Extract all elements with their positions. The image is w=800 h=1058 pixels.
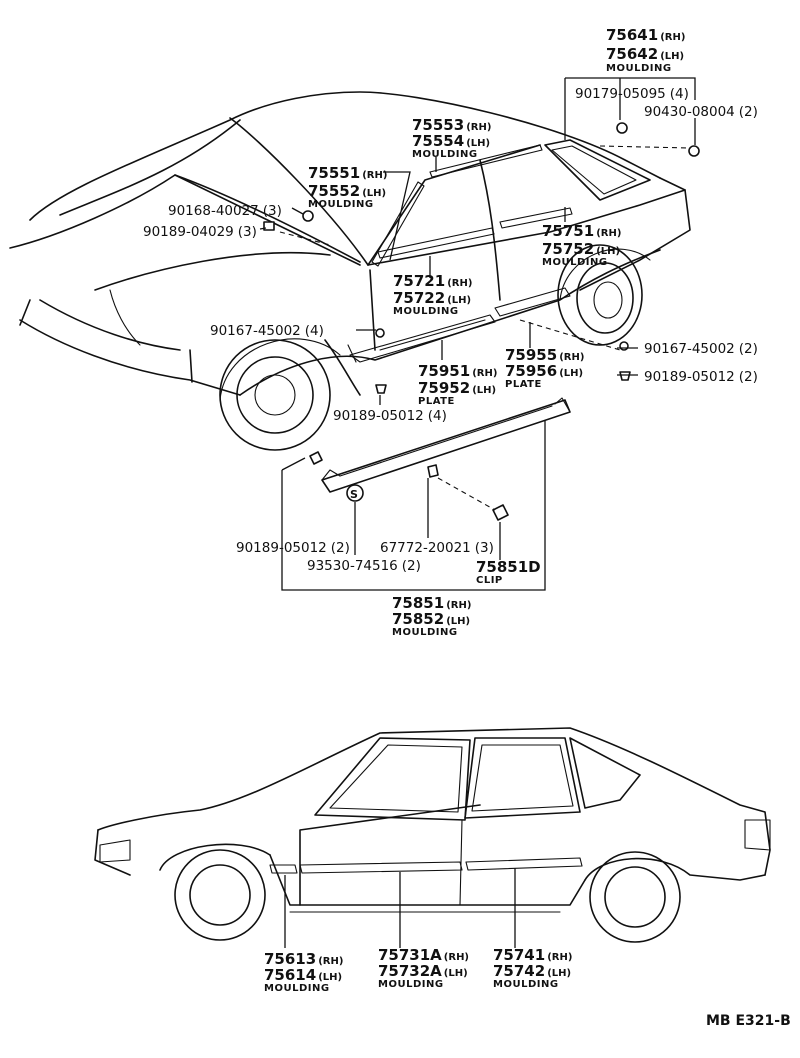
side-moulding-exploded: [309, 397, 571, 521]
callout-90430: 90430-08004(2): [644, 104, 758, 120]
callout-75721: 75721(RH): [393, 272, 472, 290]
callout-moulding-75551: MOULDING: [308, 199, 374, 210]
callout-75642: 75642(LH): [606, 45, 684, 63]
callout-90167-45002-4: 90167-45002(4): [210, 323, 324, 339]
callout-75851: 75851(RH): [392, 594, 471, 612]
callout-75614: 75614(LH): [264, 966, 342, 984]
callout-75851D: 75851D: [476, 558, 541, 576]
callout-75955: 75955(RH): [505, 346, 584, 364]
callout-moulding-75721: MOULDING: [393, 306, 459, 317]
car-three-quarter-view: [9, 91, 700, 451]
callout-75554: 75554(LH): [412, 132, 490, 150]
callout-75952: 75952(LH): [418, 379, 496, 397]
callout-moulding-75553: MOULDING: [412, 149, 478, 160]
leader-lines: [259, 77, 696, 948]
callout-75852: 75852(LH): [392, 610, 470, 628]
callout-75552: 75552(LH): [308, 182, 386, 200]
callout-90189-04029: 90189-04029(3): [143, 224, 257, 240]
callout-moulding-75613: MOULDING: [264, 983, 330, 994]
callout-75641: 75641(RH): [606, 26, 685, 44]
callout-75553: 75553(RH): [412, 116, 491, 134]
callout-90167-45002-2: 90167-45002(2): [644, 341, 758, 357]
callout-90189-05012-2-right: 90189-05012(2): [644, 369, 758, 385]
callout-75741: 75741(RH): [493, 946, 572, 964]
callout-moulding-75731A: MOULDING: [378, 979, 444, 990]
callout-75951: 75951(RH): [418, 362, 497, 380]
callout-moulding-75641: MOULDING: [606, 63, 672, 74]
callout-90189-05012-2-left: 90189-05012(2): [236, 540, 350, 556]
callout-moulding-75751: MOULDING: [542, 257, 608, 268]
callout-75731A: 75731A(RH): [378, 946, 469, 964]
callout-90168: 90168-40027(3): [168, 203, 282, 219]
car-side-view: [94, 727, 771, 943]
callout-75722: 75722(LH): [393, 289, 471, 307]
callout-75742: 75742(LH): [493, 962, 571, 980]
callout-75751: 75751(RH): [542, 222, 621, 240]
callout-93530: 93530-74516(2): [307, 558, 421, 574]
callout-clip: CLIP: [476, 575, 503, 586]
callout-plate-75951: PLATE: [418, 396, 455, 407]
callout-90189-05012-4: 90189-05012(4): [333, 408, 447, 424]
callout-75956: 75956(LH): [505, 362, 583, 380]
callout-moulding-75741: MOULDING: [493, 979, 559, 990]
callouts: 75641(RH) 75642(LH) MOULDING 90179-05095…: [143, 26, 791, 1029]
stud-symbol: S: [350, 488, 358, 501]
callout-75551: 75551(RH): [308, 164, 387, 182]
callout-moulding-75851: MOULDING: [392, 627, 458, 638]
diagram-code: MB E321-B: [706, 1013, 791, 1029]
callout-75752: 75752(LH): [542, 240, 620, 258]
callout-plate-75955: PLATE: [505, 379, 542, 390]
callout-90179: 90179-05095(4): [575, 86, 689, 102]
callout-67772: 67772-20021(3): [380, 540, 494, 556]
callout-75732A: 75732A(LH): [378, 962, 468, 980]
callout-75613: 75613(RH): [264, 950, 343, 968]
